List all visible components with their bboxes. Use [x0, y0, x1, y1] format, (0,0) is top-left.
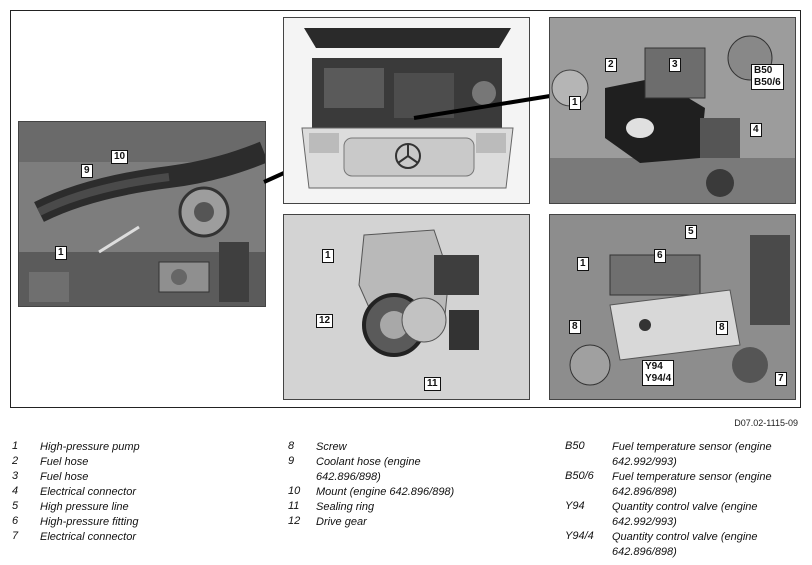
photo-pump-isolated: 1 12 11 [283, 214, 530, 400]
callout-1: 1 [322, 249, 334, 263]
callout-1: 1 [55, 246, 67, 260]
callout-b50: B50 B50/6 [751, 64, 784, 90]
callout-8: 8 [716, 321, 728, 335]
callout-y94: Y94 Y94/4 [642, 360, 675, 386]
photo-pump-top-right: 2 3 1 B50 B50/6 4 [549, 17, 796, 204]
callout-9: 9 [81, 164, 93, 178]
photo-van-front [283, 17, 530, 204]
callout-1: 1 [577, 257, 589, 271]
callout-12: 12 [316, 314, 334, 328]
callout-8: 8 [569, 320, 581, 334]
callout-3: 3 [669, 58, 681, 72]
photo-coolant-hose-area: 9 10 1 [18, 121, 266, 307]
callout-4: 4 [750, 123, 762, 137]
callout-11: 11 [424, 377, 441, 391]
connector-line-right [413, 94, 551, 120]
callout-2: 2 [605, 58, 617, 72]
callout-5: 5 [685, 225, 697, 239]
callout-6: 6 [654, 249, 666, 263]
callout-10: 10 [111, 150, 129, 164]
photo-pump-bottom-right: 5 1 6 8 8 Y94 Y94/4 7 [549, 214, 796, 400]
callout-7: 7 [775, 372, 787, 386]
callout-1: 1 [569, 96, 581, 110]
figure-id: D07.02-1115-09 [734, 418, 798, 428]
